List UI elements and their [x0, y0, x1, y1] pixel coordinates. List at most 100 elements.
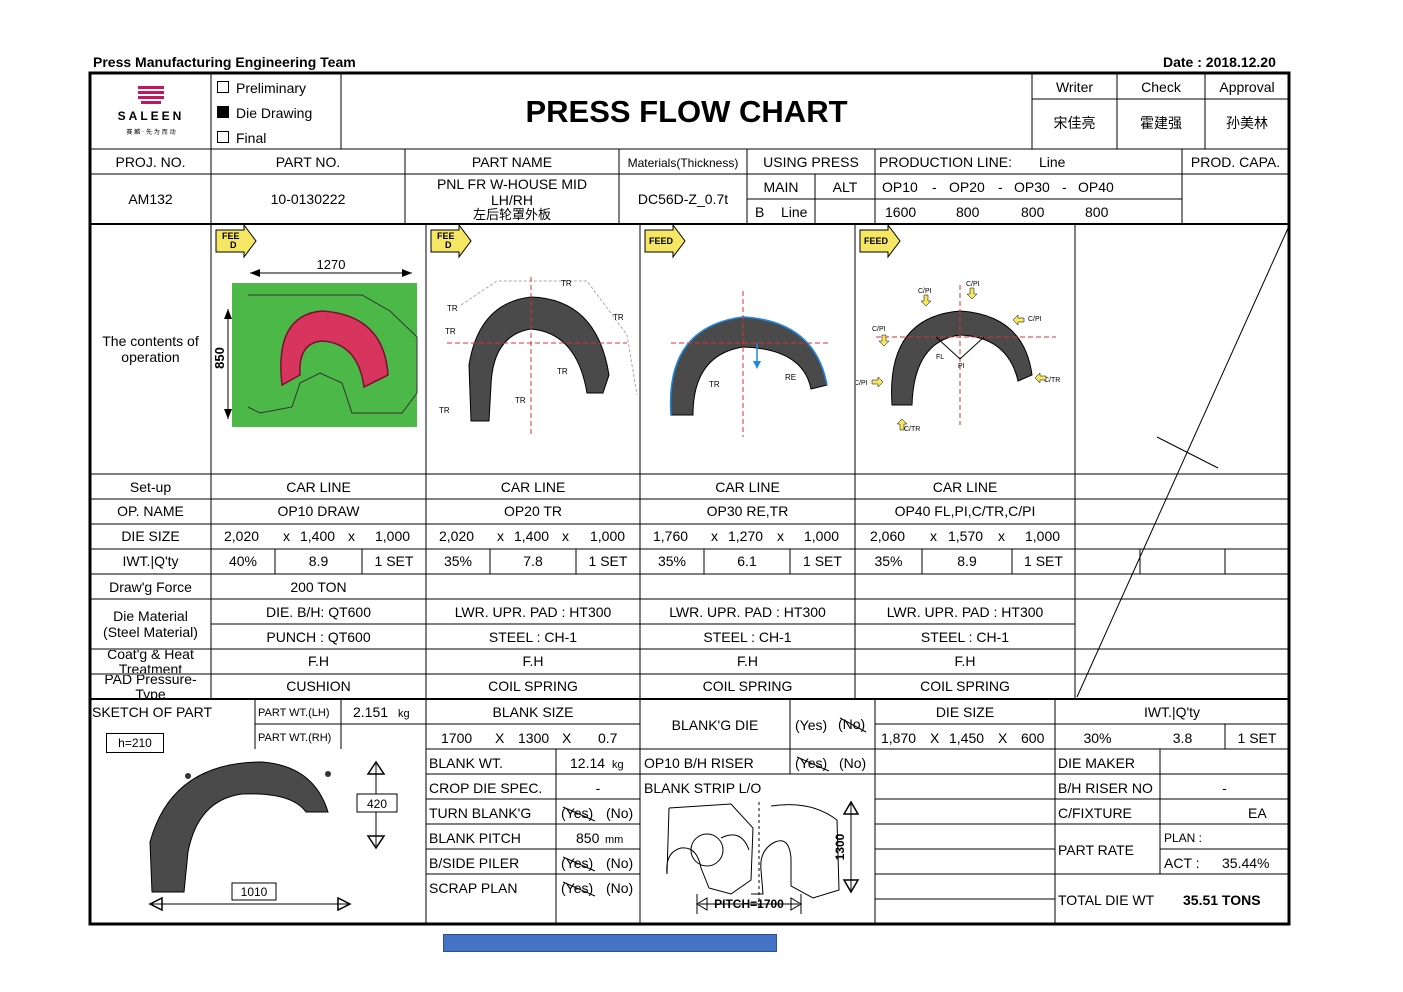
op30-mat1: LWR. UPR. PAD : HT300: [669, 604, 826, 620]
blank-pitch: 850: [576, 830, 600, 846]
blanking-die-yes: (Yes): [795, 717, 828, 733]
part-sketch: 420 1010: [92, 752, 424, 922]
checkbox-checked-icon[interactable]: [217, 106, 229, 118]
checkbox-icon[interactable]: [217, 131, 229, 143]
side-piler-label: B/SIDE PILER: [429, 855, 520, 871]
feed-label: FEE: [437, 231, 455, 241]
op30-qty: 1 SET: [803, 553, 842, 569]
blank-wt-label: BLANK WT.: [429, 755, 503, 771]
material: DC56D-Z_0.7t: [637, 191, 729, 207]
press-3: 800: [1021, 204, 1045, 220]
page-title: PRESS FLOW CHART: [525, 94, 848, 129]
height-dim: 850: [212, 347, 227, 369]
iwt-pct: 30%: [1083, 730, 1112, 746]
op40-setup: CAR LINE: [932, 479, 998, 495]
op40-die-x: 2,060: [870, 528, 906, 544]
op10-mat2: PUNCH : QT600: [266, 629, 371, 645]
c-fixture: EA: [1248, 805, 1267, 821]
line-label: Line: [781, 204, 808, 220]
blank-size-x: 1700: [441, 730, 473, 746]
logo-text: SALEEN: [118, 109, 185, 123]
sketch-label: SKETCH OF PART: [92, 704, 213, 720]
re-label: RE: [785, 373, 796, 382]
press-2: 800: [956, 204, 980, 220]
op10-riser-no: (No): [839, 755, 867, 771]
op20-figure: FEE D TR TR TR TR TR TR TR: [427, 223, 640, 474]
x-sep: x: [497, 528, 504, 544]
part-rate-label: PART RATE: [1058, 842, 1134, 858]
op30-figure: FEED TR RE: [641, 223, 855, 474]
blank-wt: 12.14: [570, 755, 606, 771]
op10-riser-label: OP10 B/H RISER: [644, 755, 754, 771]
scrap-plan-no: (No): [606, 880, 634, 896]
op40-qty: 1 SET: [1024, 553, 1063, 569]
op40-figure: FEED C/PI C/PI C/PI C/PI C/PI FL PI C/TR…: [854, 223, 1075, 474]
op20-coat: F.H: [522, 653, 544, 669]
c-fixture-label: C/FIXTURE: [1058, 805, 1132, 821]
part-no: 10-0130222: [270, 191, 346, 207]
die-size-x: 1,870: [881, 730, 917, 746]
op40-pad: COIL SPRING: [920, 678, 1010, 694]
die-size-z: 600: [1021, 730, 1045, 746]
op-seq-4: OP40: [1078, 179, 1114, 195]
op10-force: 200 TON: [290, 579, 347, 595]
op10-die-z: 1,000: [375, 528, 411, 544]
team-name: Press Manufacturing Engineering Team: [93, 54, 356, 70]
op10-pad: CUSHION: [286, 678, 351, 694]
iwt-value: 3.8: [1172, 730, 1193, 746]
op30-die-y: 1,270: [728, 528, 764, 544]
strip-height: 1300: [833, 833, 847, 860]
materials-label: Materials(Thickness): [627, 156, 739, 170]
checkbox-icon[interactable]: [217, 81, 229, 93]
approval-name: 孙美林: [1226, 116, 1268, 132]
b-label: B: [755, 204, 765, 220]
blue-bar: [443, 934, 777, 952]
tr-label: TR: [515, 396, 526, 405]
die-material-label: Die Material: [113, 608, 188, 624]
part-name-label: PART NAME: [471, 154, 553, 170]
op20-mat2: STEEL : CH-1: [488, 629, 578, 645]
op10-figure: FEE D 1270 850: [212, 223, 426, 474]
turn-blank-no: (No): [606, 805, 634, 821]
coat-label-1: Coat'g & Heat: [107, 650, 194, 662]
cpi-label: C/PI: [1028, 316, 1042, 323]
act-value: 35.44%: [1222, 855, 1270, 871]
operation-label: The contents of operation: [102, 333, 199, 365]
op10-die-y: 1,400: [300, 528, 336, 544]
ctr-label: C/TR: [904, 426, 920, 433]
writer-label: Writer: [1055, 79, 1094, 95]
op10-iwt-pct: 40%: [228, 553, 258, 569]
bh-riser-no-label: B/H RISER NO: [1058, 780, 1153, 796]
mm-unit: mm: [605, 834, 624, 846]
feed-label: FEE: [222, 231, 240, 241]
op10-iwt: 8.9: [308, 553, 329, 569]
part-wt-lh-label: PART WT.(LH): [258, 707, 330, 719]
op-seq-3: OP30: [1014, 179, 1050, 195]
crop-die-label: CROP DIE SPEC.: [429, 780, 543, 796]
fl-label: FL: [936, 354, 944, 361]
blank-strip-sketch: 1300 PITCH=1700: [641, 798, 875, 922]
die-size-label: DIE SIZE: [935, 704, 995, 720]
total-die-wt-label: TOTAL DIE WT: [1058, 892, 1155, 908]
x-sep: X: [998, 730, 1008, 746]
pad-label-2: Type: [135, 686, 166, 698]
setup-label: Set-up: [129, 479, 172, 495]
tr-label: TR: [557, 367, 568, 376]
pi-label: PI: [958, 363, 965, 370]
total-die-wt: 35.51 TONS: [1183, 892, 1261, 908]
coat-label: Coat'g & Heat Treatment: [90, 650, 211, 673]
pitch-label: PITCH=1700: [714, 897, 784, 911]
kg-unit: kg: [398, 708, 410, 720]
x-sep: x: [998, 528, 1005, 544]
saleen-logo: SALEEN 赛 麟 · 先 为 而 动: [96, 84, 206, 144]
logo-subtext: 赛 麟 · 先 为 而 动: [126, 128, 175, 136]
x-sep: X: [562, 730, 572, 746]
die-material-label-2: (Steel Material): [103, 624, 198, 640]
blank-size-label: BLANK SIZE: [492, 704, 574, 720]
op20-pad: COIL SPRING: [488, 678, 578, 694]
iwt-qty: 1 SET: [1237, 730, 1277, 746]
blanking-die-label: BLANK'G DIE: [671, 717, 759, 733]
op30-pad: COIL SPRING: [702, 678, 793, 694]
proj-no: AM132: [128, 191, 173, 207]
